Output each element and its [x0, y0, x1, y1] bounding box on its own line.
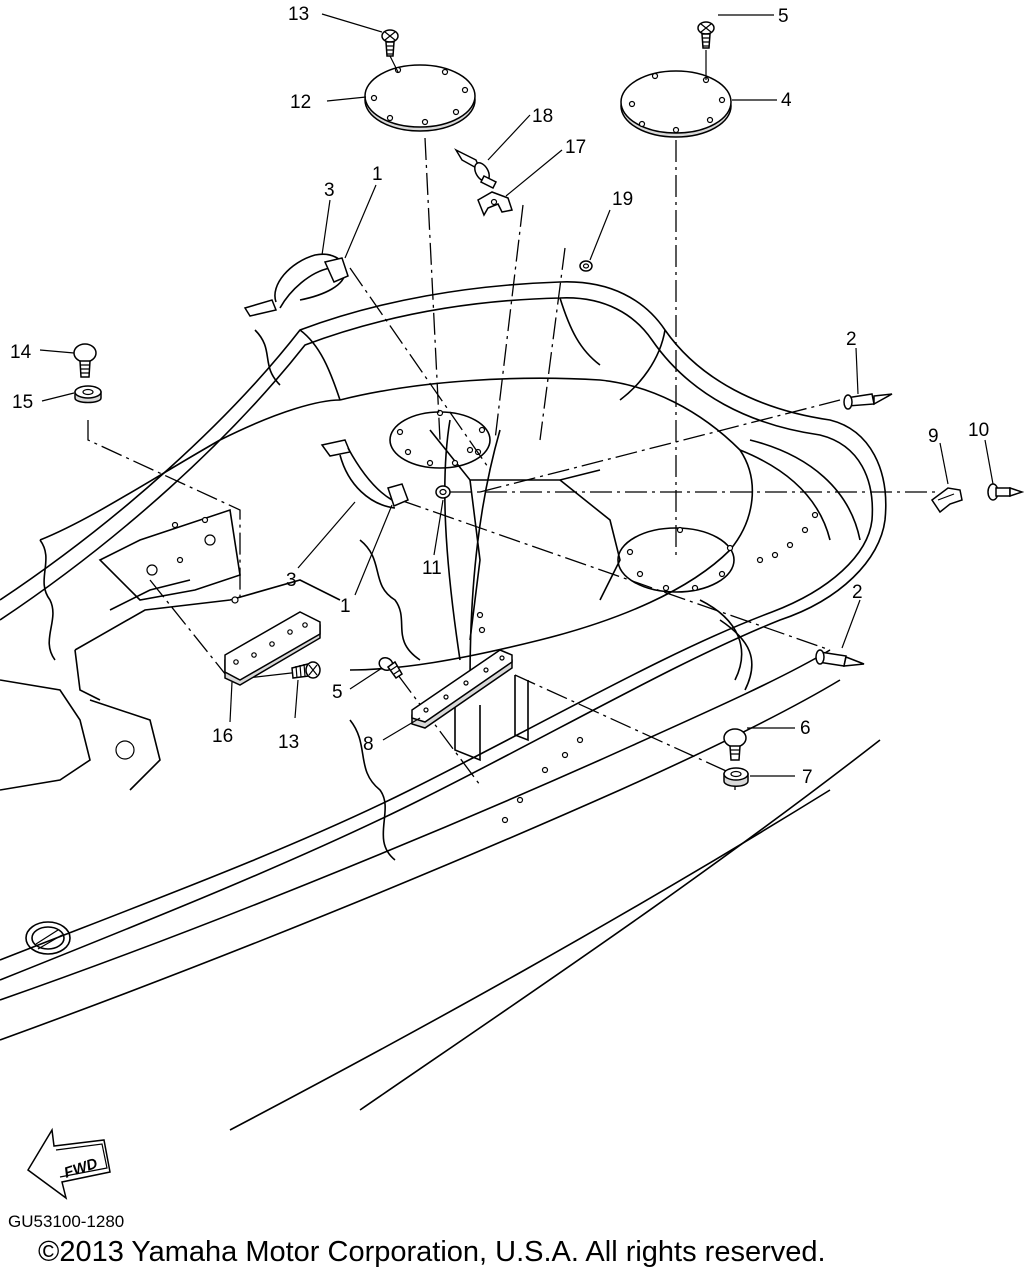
washer-icon-15 — [74, 385, 102, 404]
rivet-icon-2-lower — [815, 649, 865, 667]
plate-icon-8 — [411, 649, 513, 729]
callout-9: 9 — [928, 426, 939, 447]
plate-icon-16 — [224, 611, 321, 686]
hull-holes — [115, 446, 819, 824]
grommet-icon-19 — [579, 260, 593, 272]
callout-1-middle: 1 — [340, 596, 351, 617]
callout-6: 6 — [800, 718, 811, 739]
screw-icon-5 — [697, 21, 715, 80]
callout-5-middle: 5 — [332, 682, 343, 703]
callout-13-middle: 13 — [278, 732, 299, 753]
screw-icon-5-middle — [378, 656, 404, 680]
callout-4: 4 — [781, 90, 792, 111]
bolt-icon-6 — [723, 728, 747, 761]
callout-7: 7 — [802, 767, 813, 788]
callout-18: 18 — [532, 106, 553, 127]
callout-12: 12 — [290, 92, 311, 113]
callout-3-middle: 3 — [286, 570, 297, 591]
hatch-cover-12 — [364, 64, 476, 132]
callout-19: 19 — [612, 189, 633, 210]
callout-2-upper: 2 — [846, 329, 857, 350]
callout-8: 8 — [363, 734, 374, 755]
tie-band-icon-3-middle — [320, 439, 409, 509]
callout-13-top: 13 — [288, 4, 309, 25]
callout-numbers: 13 5 12 4 18 17 19 3 1 14 15 2 9 10 11 3… — [10, 4, 989, 788]
rivet-icon-2-upper — [843, 393, 893, 410]
screw-icon-13 — [381, 29, 399, 73]
washer-icon-7 — [723, 767, 749, 787]
callout-14: 14 — [10, 342, 32, 363]
tie-band-icon-3-top — [243, 253, 349, 317]
hatch-openings — [389, 409, 735, 593]
leader-lines — [87, 137, 935, 790]
clip-icon-9 — [930, 487, 963, 514]
bolt-icon-14 — [73, 343, 97, 378]
rivet-icon-18 — [454, 148, 498, 190]
screw-icon-13-middle — [291, 661, 321, 679]
callout-5-top: 5 — [778, 6, 789, 27]
callout-leaders — [39, 13, 994, 777]
fwd-arrow-icon: FWD — [27, 1127, 111, 1200]
catalog-code: GU53100-1280 — [8, 1212, 125, 1231]
hatch-cover-4 — [620, 70, 732, 138]
callout-16: 16 — [212, 726, 233, 747]
grommet-icon-11 — [435, 485, 451, 499]
callout-10: 10 — [968, 420, 989, 441]
clip-icon-17 — [477, 191, 513, 217]
hull-outline — [0, 281, 887, 1131]
callout-17: 17 — [565, 137, 586, 158]
callout-1-top: 1 — [372, 164, 383, 185]
copyright-notice: ©2013 Yamaha Motor Corporation, U.S.A. A… — [38, 1236, 826, 1268]
callout-15: 15 — [12, 392, 33, 413]
callout-2-lower: 2 — [852, 582, 863, 603]
callout-11: 11 — [422, 558, 442, 579]
callout-3-top: 3 — [324, 180, 335, 201]
rivet-icon-10 — [987, 483, 1024, 501]
